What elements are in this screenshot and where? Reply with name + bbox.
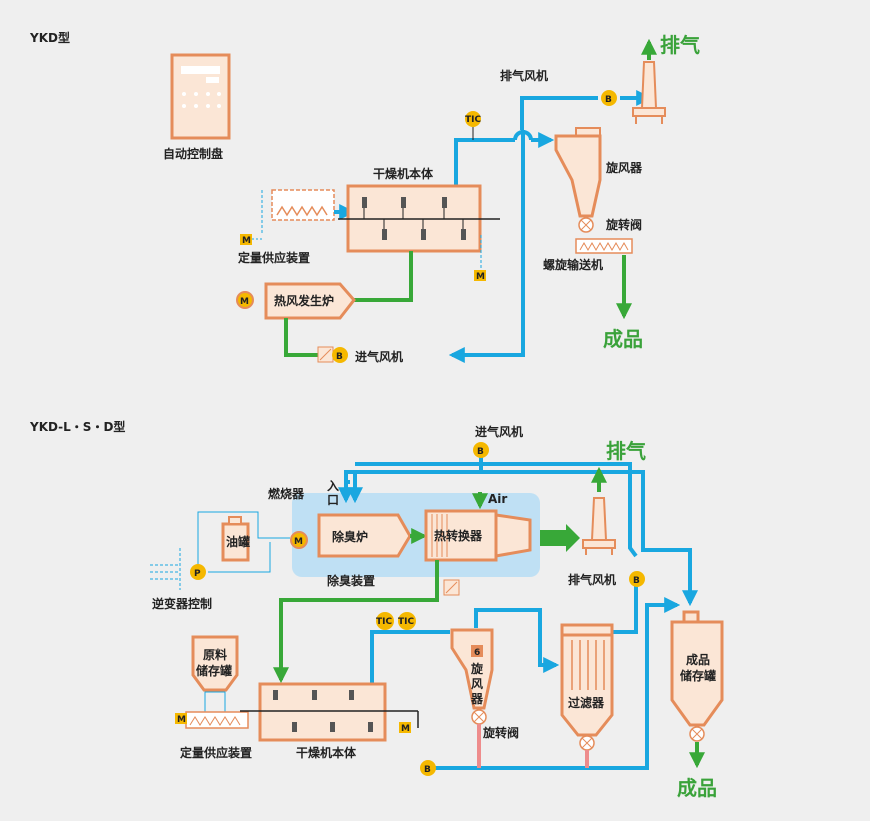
svg-text:M: M <box>242 236 251 246</box>
s2-cyclone <box>450 628 494 710</box>
s2-product-label: 成品 <box>677 776 717 800</box>
feeder <box>271 189 335 221</box>
inverter-label: 逆变器控制 <box>152 596 212 611</box>
svg-text:M: M <box>476 272 485 282</box>
svg-text:P: P <box>194 569 201 579</box>
raw-tank <box>191 635 239 692</box>
air-label: Air <box>488 492 507 506</box>
raw-tank-label-1: 原料 <box>203 647 227 662</box>
blower-icon: B <box>473 442 489 458</box>
rotary-valve <box>689 726 705 742</box>
tic-sensor: TIC <box>376 612 394 630</box>
blower-icon: B <box>601 90 617 106</box>
svg-text:TIC: TIC <box>465 115 481 125</box>
heat-exchanger <box>424 509 532 562</box>
deodor-furnace-label: 除臭炉 <box>332 529 368 544</box>
oil-tank <box>221 516 250 562</box>
s2-cyclone-label-2: 风 <box>471 677 483 691</box>
intake-fan-label: 进气风机 <box>355 349 403 364</box>
svg-text:M: M <box>401 724 410 734</box>
exhaust-stack <box>582 497 616 555</box>
hot-air-generator <box>264 282 356 320</box>
svg-text:TIC: TIC <box>376 617 392 627</box>
screw-conveyor <box>575 238 633 254</box>
svg-text:B: B <box>424 765 431 775</box>
blower-icon: B <box>629 571 645 587</box>
oil-tank-label: 油罐 <box>226 534 250 549</box>
rotary-valve <box>471 709 487 725</box>
motor-icon: M <box>290 531 308 549</box>
hot-air-gen-label: 热风发生炉 <box>274 293 334 308</box>
dryer-body <box>338 184 500 253</box>
pump-icon: P <box>190 564 206 580</box>
product-tank-label-1: 成品 <box>686 652 710 667</box>
product-tank <box>670 610 724 727</box>
svg-text:B: B <box>477 447 484 457</box>
feeder <box>185 711 249 729</box>
svg-text:B: B <box>605 95 612 105</box>
blower-icon: B <box>332 347 348 363</box>
rotary-valve <box>579 735 595 751</box>
svg-text:TIC: TIC <box>398 617 414 627</box>
inlet-label-2: 口 <box>327 493 339 507</box>
filter-label: 过滤器 <box>568 695 605 710</box>
product-tank-label-2: 储存罐 <box>680 668 716 683</box>
svg-text:M: M <box>294 537 303 547</box>
motor-icon: M <box>175 713 187 725</box>
exhaust-stack <box>632 61 666 124</box>
s2-exhaust-label: 排气 <box>606 439 646 463</box>
deodor-furnace <box>317 513 412 558</box>
control-panel <box>170 53 231 140</box>
feeder-label: 定量供应装置 <box>238 250 310 265</box>
inlet-label: 入 <box>327 479 339 493</box>
deodor-unit-label: 除臭装置 <box>327 573 375 588</box>
svg-text:B: B <box>633 576 640 586</box>
section2-title: YKD-L・S・D型 <box>29 419 125 434</box>
s2-cyclone-label-1: 旋 <box>470 661 484 676</box>
s2-dryer-body-label: 干燥机本体 <box>296 745 357 760</box>
rotary-valve <box>578 217 594 233</box>
svg-text:6: 6 <box>474 648 480 658</box>
blower-icon: B <box>420 760 436 776</box>
cyclone <box>554 127 602 218</box>
section1-title: YKD型 <box>29 30 70 45</box>
exhaust-fan-label: 排气风机 <box>500 68 548 83</box>
s2-dryer-body <box>240 682 419 742</box>
dryer-body-label: 干燥机本体 <box>373 166 434 181</box>
control-panel-label: 自动控制盘 <box>163 146 223 161</box>
s2-exhaust-fan-label: 排气风机 <box>568 572 616 587</box>
svg-text:M: M <box>240 297 249 307</box>
motor-icon: M <box>240 234 252 246</box>
s2-cyclone-label-3: 器 <box>470 692 484 706</box>
svg-text:B: B <box>336 352 343 362</box>
s2-intake-fan-label: 进气风机 <box>475 424 523 439</box>
exhaust-label: 排气 <box>660 33 700 57</box>
product-label: 成品 <box>603 327 643 351</box>
tic-sensor: TIC <box>398 612 416 630</box>
burner-label: 燃烧器 <box>268 486 305 501</box>
hot-flow-arrow <box>540 524 580 552</box>
svg-text:M: M <box>177 715 186 725</box>
motor-icon: M <box>474 270 486 282</box>
heat-exchanger-label: 热转换器 <box>434 528 483 543</box>
cyclone-label: 旋风器 <box>605 160 643 175</box>
rotary-valve-label: 旋转阀 <box>605 217 642 232</box>
filter <box>560 623 614 737</box>
motor-icon: M <box>236 291 254 309</box>
motor-icon: M <box>399 722 411 734</box>
tic-sensor: TIC <box>465 111 481 140</box>
s2-feeder-label: 定量供应装置 <box>180 745 252 760</box>
screw-conveyor-label: 螺旋输送机 <box>543 257 603 272</box>
s2-rotary-valve-label: 旋转阀 <box>482 725 519 740</box>
raw-tank-label-2: 储存罐 <box>196 663 232 678</box>
